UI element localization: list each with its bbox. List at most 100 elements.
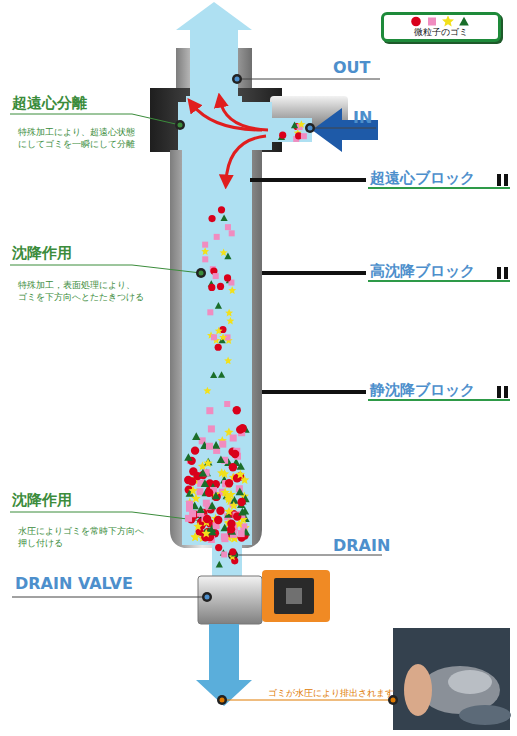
particle-star xyxy=(224,507,233,516)
particle-star xyxy=(201,247,209,255)
leader-dot-core xyxy=(178,123,183,128)
particle-circle xyxy=(208,284,215,291)
leader-dot-core xyxy=(205,595,210,600)
block-underline xyxy=(368,399,510,401)
particle-star xyxy=(442,16,454,27)
leader-line xyxy=(310,128,376,129)
particle-triangle xyxy=(221,214,228,221)
block-line xyxy=(262,271,366,275)
particle-star xyxy=(224,357,232,365)
particle-star xyxy=(225,309,233,317)
leader-dot xyxy=(202,592,212,602)
particle-square xyxy=(207,309,213,315)
particle-square xyxy=(186,501,193,508)
particle-star xyxy=(202,529,211,538)
block-mark xyxy=(497,267,501,279)
particle-square xyxy=(225,224,231,230)
drain-valve-body xyxy=(198,576,262,624)
leader-dot xyxy=(232,74,242,84)
leader-dot xyxy=(196,268,206,278)
particle-triangle xyxy=(201,479,209,487)
particle-circle xyxy=(231,450,239,458)
particle-star xyxy=(228,286,236,294)
leader-line xyxy=(237,79,380,80)
particle-star xyxy=(215,327,223,335)
particle-circle xyxy=(229,463,237,471)
particle-square xyxy=(219,441,226,448)
particle-triangle xyxy=(210,371,217,378)
water-channel xyxy=(178,96,312,545)
particle-circle xyxy=(215,544,222,551)
particle-triangle xyxy=(208,528,216,536)
legend-sample xyxy=(410,16,470,27)
particle-star xyxy=(189,486,198,495)
particle-star xyxy=(236,470,245,479)
block-underline xyxy=(368,280,510,282)
particle-circle xyxy=(218,206,225,213)
leader-dot-core xyxy=(235,77,240,82)
particle-star xyxy=(220,249,228,257)
leader-dot xyxy=(305,123,315,133)
particle-square xyxy=(238,530,245,537)
particle-triangle xyxy=(212,441,220,449)
section-heading: 超遠心分離 xyxy=(12,93,87,113)
leader-line xyxy=(10,114,180,125)
particle-circle xyxy=(215,344,222,351)
part-label: DRAIN VALVE xyxy=(15,573,133,595)
particle-star xyxy=(191,532,200,541)
particle-square xyxy=(206,407,213,414)
leader-dot-core xyxy=(199,271,204,276)
block-label: 超遠心ブロック xyxy=(370,168,475,188)
leader-line xyxy=(10,512,203,521)
particle-triangle xyxy=(215,302,222,309)
particle-star xyxy=(226,317,234,325)
leader-dot-core xyxy=(308,126,313,131)
particle-star xyxy=(193,522,202,531)
photo-hand xyxy=(404,664,432,716)
particle-triangle xyxy=(192,432,200,440)
particle-square xyxy=(214,234,220,240)
particle-circle xyxy=(224,274,231,281)
section-heading: 沈降作用 xyxy=(12,490,72,510)
block-line xyxy=(250,178,366,182)
particle-circle xyxy=(225,479,233,487)
block-label: 高沈降ブロック xyxy=(370,261,475,281)
leader-dot-core xyxy=(220,698,225,703)
block-line xyxy=(262,390,366,394)
photo-cloth xyxy=(459,705,511,725)
particle-triangle xyxy=(217,455,225,463)
particle-square xyxy=(211,334,217,340)
particle-circle xyxy=(214,516,222,524)
valve-actuator xyxy=(262,570,330,622)
particle-circle xyxy=(227,520,235,528)
block-mark xyxy=(504,174,508,186)
block-underline xyxy=(368,187,510,189)
particle-triangle xyxy=(199,469,207,477)
particle-triangle xyxy=(208,501,216,509)
particle-circle xyxy=(229,548,236,555)
flow-arrow xyxy=(226,136,266,182)
particle-square xyxy=(428,18,436,26)
particle-square xyxy=(203,500,210,507)
section-note: 特殊加工により、超遠心状態 にしてゴミを一瞬にして分離 xyxy=(18,126,178,150)
particle-triangle xyxy=(196,505,204,513)
flow-arrow xyxy=(192,104,262,130)
particle-square xyxy=(221,551,227,557)
particle-circle xyxy=(217,283,224,290)
particle-triangle xyxy=(238,508,246,516)
particle-circle xyxy=(208,215,215,222)
particle-circle xyxy=(238,424,246,432)
debris-lump xyxy=(448,670,492,694)
debris-photo xyxy=(388,628,511,730)
particle-triangle xyxy=(459,17,469,26)
particle-square xyxy=(208,425,215,432)
block-marks xyxy=(368,174,510,400)
port-label: DRAIN xyxy=(333,535,390,557)
particle-square xyxy=(202,242,208,248)
leader-line xyxy=(222,700,393,701)
leader-line xyxy=(10,265,201,273)
leader-dot-core xyxy=(391,698,396,703)
particle-star xyxy=(217,468,226,477)
section-heading: 沈降作用 xyxy=(12,243,72,263)
port-label: OUT xyxy=(333,57,371,79)
